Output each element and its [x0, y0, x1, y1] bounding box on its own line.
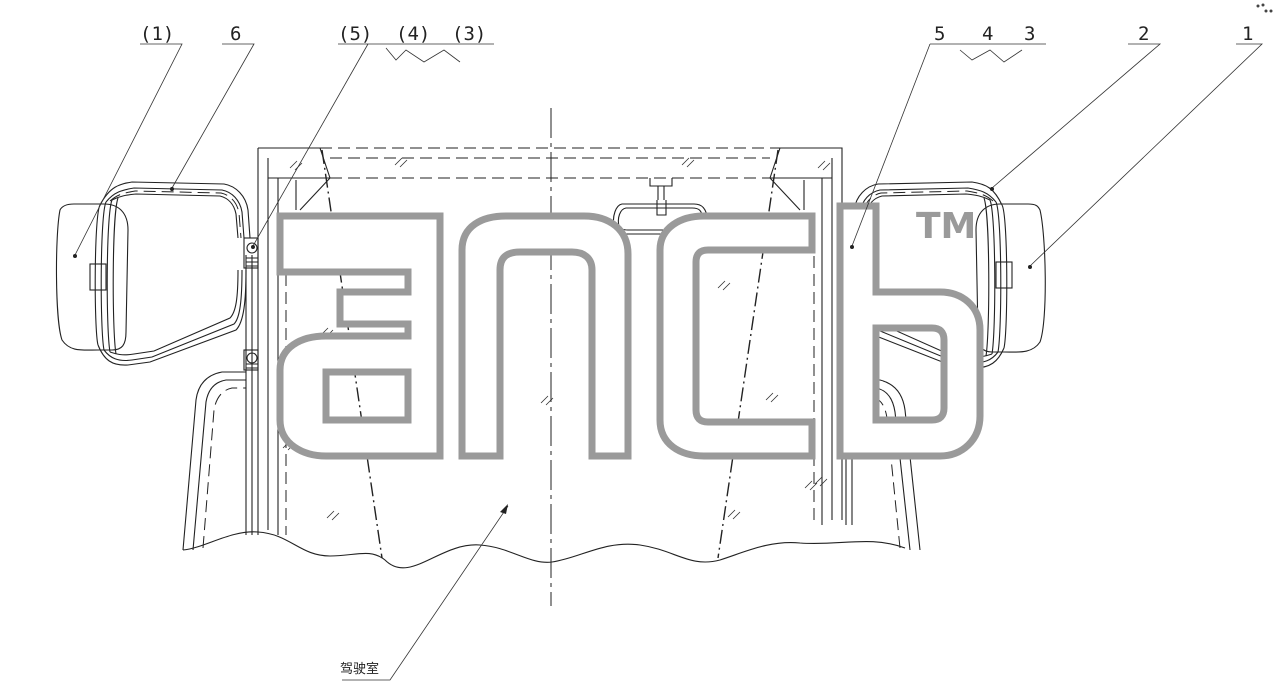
watermark-glyph-4	[836, 202, 984, 460]
label-left-group-5: (5)	[338, 23, 372, 45]
label-right-group-4: 4	[982, 23, 993, 45]
watermark-glyph-2	[458, 212, 632, 460]
label-right-arm: 2	[1138, 23, 1149, 45]
label-left-arm: 6	[230, 23, 241, 45]
label-right-mirror: 1	[1242, 23, 1253, 45]
watermark-glyph-1	[276, 212, 444, 460]
watermark-trademark: TM	[916, 206, 976, 247]
label-cab: 驾驶室	[340, 661, 379, 677]
left-exterior-mirror	[55, 181, 259, 371]
leader-dot	[170, 187, 174, 191]
leader-dot	[73, 254, 77, 258]
leader-dot	[850, 245, 854, 249]
leader-dot	[990, 187, 994, 191]
label-right-group-5: 5	[934, 23, 945, 45]
leader-lines	[73, 43, 1263, 681]
watermark-glyph-3	[656, 212, 816, 460]
label-left-mirror: (1)	[140, 23, 174, 45]
label-left-group-3: (3)	[452, 23, 486, 45]
label-left-group-4: (4)	[396, 23, 430, 45]
leader-arrow	[500, 504, 508, 514]
watermark-logo: TM	[276, 202, 984, 460]
leader-dot	[1028, 265, 1032, 269]
label-right-group-3: 3	[1024, 23, 1035, 45]
corner-mark	[1256, 3, 1273, 13]
part-labels: (1) 6 (5) (4) (3) 5 4 3 2 1 驾驶室	[140, 23, 1253, 677]
leader-dot	[251, 245, 255, 249]
